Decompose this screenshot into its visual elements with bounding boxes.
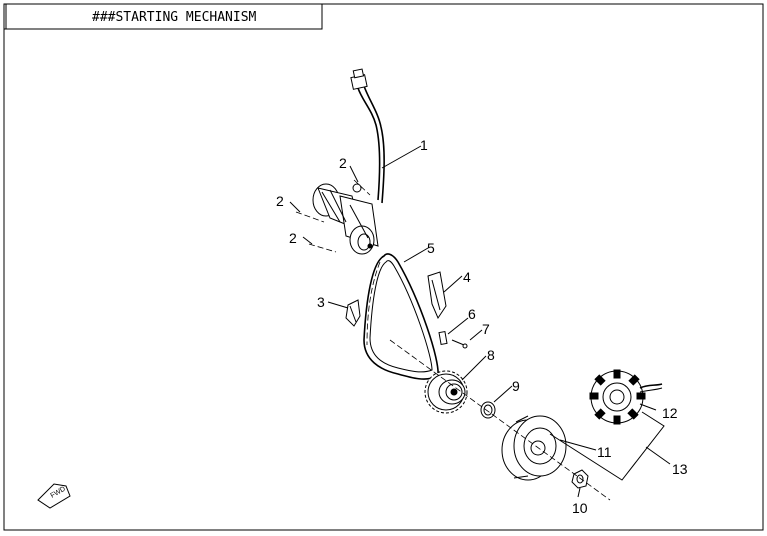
callout-5: 5: [427, 240, 435, 256]
callout-2b: 2: [276, 193, 284, 209]
starter-motor: [312, 183, 379, 255]
page-title: ###STARTING MECHANISM: [92, 10, 257, 25]
drawing-frame: [3, 3, 764, 531]
callout-1: 1: [420, 137, 428, 153]
callout-7: 7: [482, 321, 490, 337]
callout-8: 8: [487, 347, 495, 363]
flywheel-11: [501, 415, 567, 481]
nut-10: [571, 469, 589, 489]
callout-11: 11: [597, 444, 612, 460]
leader-lines: [289, 145, 671, 498]
screw-7: [451, 339, 468, 349]
washer-9: [480, 401, 496, 419]
starter-cable: [350, 68, 385, 204]
callout-12: 12: [662, 405, 678, 421]
callout-2a: 2: [339, 155, 347, 171]
callout-3: 3: [317, 294, 325, 310]
sprocket-8: [424, 370, 468, 414]
callout-9: 9: [512, 378, 520, 394]
bolt-2b: [295, 211, 325, 223]
callout-4: 4: [463, 269, 471, 285]
starter-chain: [363, 253, 439, 380]
bolt-2c: [308, 243, 337, 253]
chain-guide-3: [345, 299, 361, 327]
callout-2c: 2: [289, 230, 297, 246]
chain-guide-4: [427, 271, 447, 320]
assembly-axis: [389, 339, 611, 501]
callout-13: 13: [672, 461, 688, 477]
callout-10: 10: [572, 500, 588, 516]
key-6: [438, 330, 448, 346]
callout-6: 6: [468, 306, 476, 322]
stator-12: [589, 369, 663, 425]
front-arrow-icon: FWD: [37, 483, 71, 509]
bolt-2a: [353, 179, 371, 196]
